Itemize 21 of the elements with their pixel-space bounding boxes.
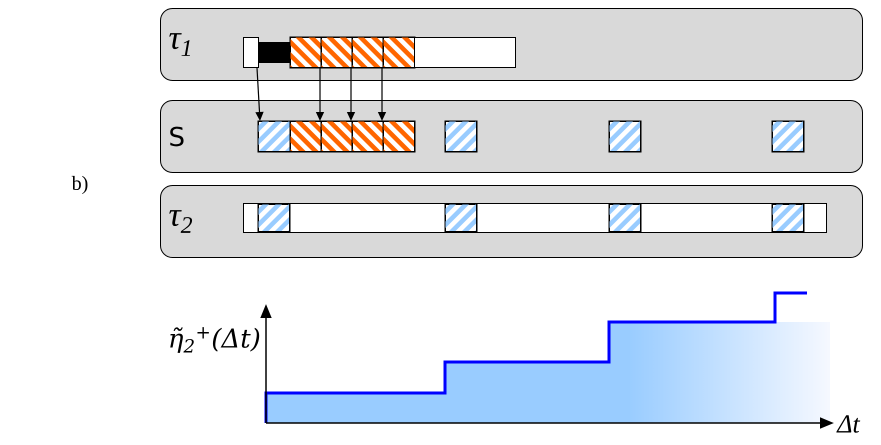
slot-box — [608, 120, 642, 152]
slot-box — [352, 36, 384, 68]
slot-box — [258, 120, 292, 152]
slot-box — [320, 120, 354, 152]
slot-box — [290, 36, 322, 68]
slot-box — [320, 36, 354, 68]
slot-box — [243, 37, 259, 68]
blocking-bar — [259, 42, 290, 63]
slot-box — [772, 204, 804, 232]
axis-label: Δt — [836, 415, 860, 433]
slot-box — [258, 204, 290, 232]
axis-label: b) — [72, 176, 88, 194]
slot-box — [608, 204, 642, 232]
slot-box — [290, 120, 322, 152]
slot-box — [444, 120, 478, 152]
slot-box — [352, 120, 384, 152]
slot-box — [444, 204, 478, 232]
slot-box — [382, 120, 416, 152]
slot-box — [772, 120, 804, 152]
slot-box — [382, 36, 416, 68]
axis-label: η̃$_{2}$$^{+}$(Δt) — [170, 327, 260, 353]
